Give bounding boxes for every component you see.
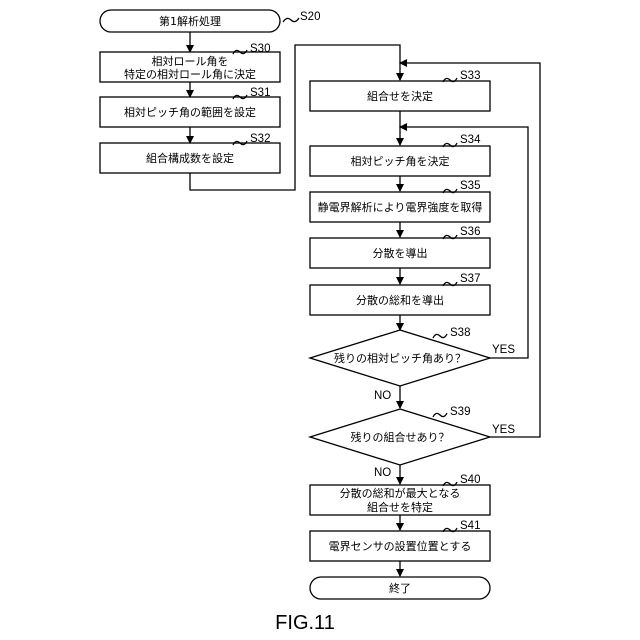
node-end: 終了 xyxy=(310,577,490,599)
step-label-s41: S41 xyxy=(460,520,480,532)
node-s40-line1: 分散の総和が最大となる xyxy=(340,486,461,500)
node-s39-text: 残りの組合せあり？ xyxy=(351,430,450,444)
node-s20-text: 第1解析処理 xyxy=(159,14,221,28)
node-s38-text: 残りの相対ピッチ角あり？ xyxy=(334,351,466,365)
step-label-s39: S39 xyxy=(450,406,470,418)
step-label-s30: S30 xyxy=(250,43,270,55)
s20-leader xyxy=(283,18,299,22)
node-s36-text: 分散を導出 xyxy=(373,246,428,260)
step-label-s36: S36 xyxy=(460,226,480,238)
node-s37-text: 分散の総和を導出 xyxy=(356,293,444,307)
edge-label-s38-yes: YES xyxy=(492,344,515,356)
node-s41-text: 電界センサの設置位置とする xyxy=(329,539,472,553)
step-label-s32: S32 xyxy=(250,133,270,145)
node-s33-text: 組合せを決定 xyxy=(367,89,433,103)
edge-label-s39-yes: YES xyxy=(492,424,515,436)
step-label-s35: S35 xyxy=(460,180,480,192)
edge-label-s38-no: NO xyxy=(374,390,391,402)
node-s30-line1: 相対ロール角を xyxy=(152,54,229,68)
figure-label: FIG.11 xyxy=(275,612,335,634)
step-label-s31: S31 xyxy=(250,87,270,99)
step-label-s37: S37 xyxy=(460,273,480,285)
edge-label-s39-no: NO xyxy=(374,467,391,479)
step-label-s38: S38 xyxy=(450,327,470,339)
node-s30-line2: 特定の相対ロール角に決定 xyxy=(124,67,256,81)
node-end-text: 終了 xyxy=(389,581,411,595)
step-label-s34: S34 xyxy=(460,134,481,146)
step-label-s40: S40 xyxy=(460,474,480,486)
s38-leader xyxy=(433,334,447,338)
node-s32-text: 組合構成数を設定 xyxy=(146,151,234,165)
node-s34-text: 相対ピッチ角を決定 xyxy=(351,154,450,168)
node-s39: 残りの組合せあり？ S39 xyxy=(310,406,490,465)
node-s20: 第1解析処理 S20 xyxy=(100,10,320,32)
step-label-s20: S20 xyxy=(300,11,320,23)
node-s40-line2: 組合せを特定 xyxy=(367,500,433,514)
step-label-s33: S33 xyxy=(460,70,480,82)
node-s38: 残りの相対ピッチ角あり？ S38 xyxy=(310,327,490,386)
node-s31-text: 相対ピッチ角の範囲を設定 xyxy=(124,105,256,119)
s39-leader xyxy=(433,413,447,417)
node-s35-text: 静電界解析により電界強度を取得 xyxy=(318,200,483,214)
